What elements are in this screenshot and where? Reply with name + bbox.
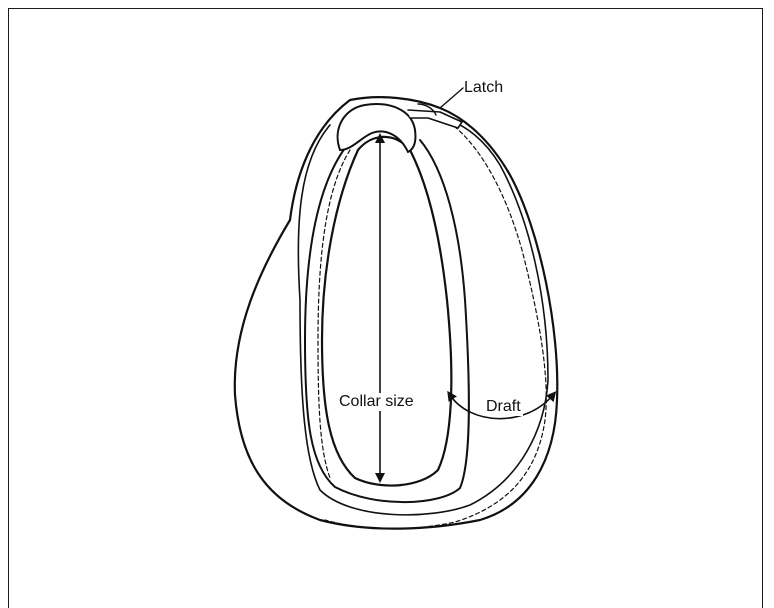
latch-cap — [338, 104, 416, 152]
collar-opening — [322, 137, 451, 486]
latch-label: Latch — [464, 80, 503, 96]
collar-size-label: Collar size — [337, 393, 416, 411]
collar-outer-outline — [235, 97, 558, 528]
latch-leader-line — [440, 88, 463, 108]
horse-collar-illustration — [0, 0, 774, 595]
draft-label: Draft — [484, 398, 523, 416]
